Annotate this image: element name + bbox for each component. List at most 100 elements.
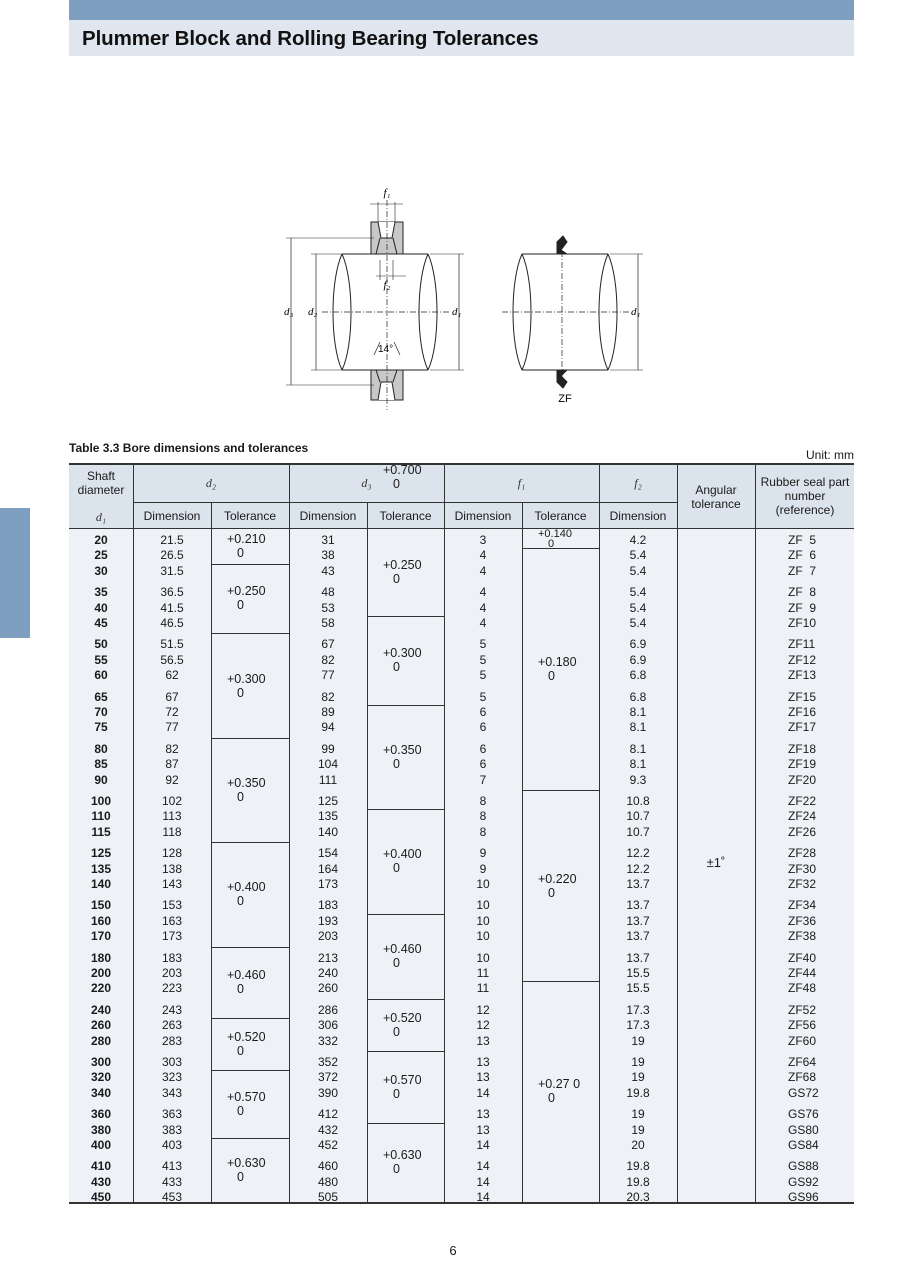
d2-tolerance-lower: 0 [237,598,244,613]
shaft-diameter-cell: 200 [90,966,112,980]
d3-tolerance-lower: 0 [393,477,400,491]
table-column-rule [367,502,368,1202]
seal-part-cell: ZF 5 [788,533,817,547]
f1-tolerance-upper: +0.220 [538,871,577,886]
d2-tolerance-lower: 0 [237,685,244,700]
f1-dimension-cell: 4 [479,600,487,615]
d2-dimension-cell: 82 [165,741,179,756]
d2-dimension-cell: 163 [161,913,183,928]
f1-dimension-cell: 6 [479,741,487,756]
d2-dimension-cell: 223 [161,981,183,996]
d3-group-divider [367,1122,444,1124]
header-d3: d₃ [361,476,372,490]
d2-group-divider [211,1018,289,1020]
d3-tolerance-lower: 0 [393,955,400,970]
f2-dimension-cell: 19 [631,1107,645,1122]
d3-dimension-cell: 135 [317,809,339,824]
d3-dimension-cell: 372 [317,1070,339,1085]
seal-part-cell: ZF68 [788,1070,817,1085]
f2-dimension-cell: 6.8 [629,689,647,704]
d3-dimension-cell: 390 [317,1085,339,1100]
f2-dimension-cell: 19 [631,1070,645,1085]
header-d2: d₂ [205,476,217,490]
f1-dimension-cell: 4 [479,585,487,600]
shaft-diameter-cell: 60 [94,668,108,683]
f1-dimension-cell: 10 [476,913,490,928]
d2-dimension-cell: 143 [161,877,183,891]
shaft-diameter-cell: 50 [94,637,108,652]
d3-dimension-cell: 94 [321,720,335,735]
seal-part-cell: ZF11 [788,637,816,652]
d3-dimension-cell: 183 [317,898,339,913]
f2-dimension-cell: 19 [631,1055,645,1069]
d2-tolerance-lower: 0 [237,1043,244,1058]
d2-tolerance-lower: 0 [237,894,244,909]
header-d3-dimension: Dimension [299,509,357,523]
f1-tolerance-lower: 0 [548,1091,555,1106]
d2-dimension-cell: 183 [161,950,183,965]
d3-dimension-cell: 432 [317,1122,339,1137]
f1-dimension-cell: 11 [476,981,490,996]
header-d2-tolerance: Tolerance [223,509,277,523]
table-header-rule [69,528,854,529]
shaft-diameter-cell: 75 [94,720,108,735]
d3-dimension-cell: 82 [321,652,335,667]
shaft-diameter-cell: 260 [90,1018,112,1033]
d3-tolerance-upper: +0.460 [383,941,422,956]
shaft-diameter-cell: 45 [94,616,108,630]
f1-dimension-cell: 5 [479,689,487,704]
header-d3-tolerance: Tolerance [379,509,432,523]
f2-dimension-cell: 19.8 [626,1159,650,1174]
d3-dimension-cell: 82 [321,689,335,704]
d3-tolerance-lower: 0 [393,861,400,876]
d3-tolerance-lower: 0 [393,1024,400,1039]
d2-dimension-cell: 303 [161,1055,183,1069]
d2-dimension-cell: 453 [161,1190,183,1205]
header-f1-tolerance: Tolerance [534,509,587,523]
shaft-diameter-cell: 85 [94,757,108,772]
d2-dimension-cell: 113 [162,809,182,824]
header-shaft-symbol: d₁ [95,510,107,524]
d3-dimension-cell: 286 [317,1002,339,1017]
f2-dimension-cell: 20.3 [626,1190,650,1205]
f1-tolerance-upper: +0.180 [538,654,577,669]
f1-tolerance-upper: +0.27 0 [538,1077,581,1092]
f1-group-divider [522,790,599,791]
d2-tolerance-lower: 0 [237,790,244,804]
f2-dimension-cell: 8.1 [629,741,647,756]
seal-part-cell: ZF26 [788,824,817,839]
table-header-bg [69,463,854,528]
right-figure [502,235,643,389]
f1-dimension-cell: 14 [476,1138,490,1152]
f1-dimension-cell: 4 [479,616,487,630]
f1-tolerance-upper: +0.140 [538,528,572,540]
d3-dimension-cell: 99 [321,741,335,756]
d2-tolerance-lower: 0 [237,1103,244,1118]
d2-dimension-cell: 92 [165,772,179,787]
unit-label: Unit: mm [806,448,854,462]
d3-group-divider [367,616,444,617]
seal-part-cell: ZF15 [788,689,817,704]
d3-tolerance-upper: +0.700 [383,463,422,477]
d2-dimension-cell: 21.5 [160,533,184,547]
d2-tolerance-upper: +0.520 [227,1029,266,1044]
side-tab [0,508,30,638]
d2-dimension-cell: 77 [165,720,179,735]
page-number: 6 [449,1243,457,1258]
d2-dimension-cell: 51.5 [160,637,184,652]
top-band [69,0,854,20]
d3-dimension-cell: 67 [321,637,335,652]
f2-dimension-cell: 13.7 [626,929,650,944]
f2-dimension-cell: 15.5 [626,966,650,980]
d3-group-divider [367,913,444,915]
d2-dimension-cell: 102 [161,794,183,808]
